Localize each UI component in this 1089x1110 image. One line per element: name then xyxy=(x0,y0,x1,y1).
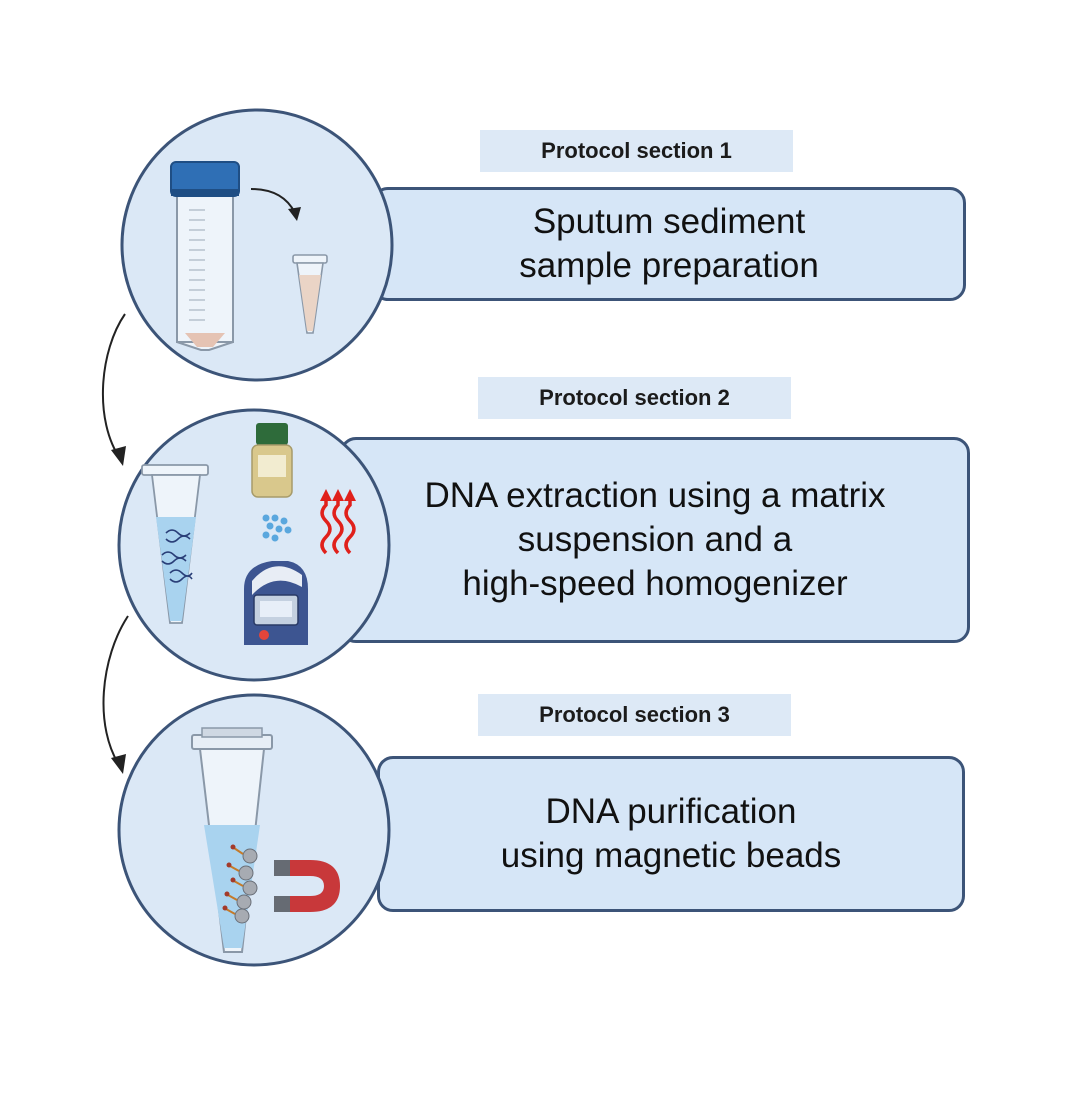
dna-extraction-illustration xyxy=(117,408,391,682)
matrix-beads-icon xyxy=(262,514,292,542)
step-2-line-1: DNA extraction using a matrix xyxy=(424,476,886,515)
conical-tube-icon xyxy=(170,161,240,351)
section-tag-3-label: Protocol section 3 xyxy=(539,702,730,727)
section-tag-3: Protocol section 3 xyxy=(478,694,791,736)
step-box-3: DNA purification using magnetic beads xyxy=(377,756,965,912)
heat-icon xyxy=(320,497,356,555)
dna-strand-icon xyxy=(161,529,193,583)
section-tag-1-label: Protocol section 1 xyxy=(541,138,732,163)
homogenizer-icon xyxy=(244,561,308,645)
step-1-line-2: sample preparation xyxy=(519,246,819,285)
dna-microtube-icon xyxy=(141,464,209,624)
connector-arrow-2-3 xyxy=(102,615,129,774)
section-tag-2: Protocol section 2 xyxy=(478,377,791,419)
section-tag-2-label: Protocol section 2 xyxy=(539,385,730,410)
magnetic-beads-icon xyxy=(222,844,258,924)
magnet-icon xyxy=(274,860,340,912)
step-2-line-3: high-speed homogenizer xyxy=(462,564,848,603)
illustration-circle-1 xyxy=(120,108,394,382)
step-box-2: DNA extraction using a matrix suspension… xyxy=(340,437,970,643)
step-box-1: Sputum sediment sample preparation xyxy=(372,187,966,301)
connector-arrow-1-2 xyxy=(101,313,126,466)
step-1-line-1: Sputum sediment xyxy=(532,202,806,241)
step-2-line-2: suspension and a xyxy=(517,520,793,559)
dna-purification-illustration xyxy=(117,693,391,967)
microtube-icon xyxy=(292,254,328,334)
step-3-line-2: using magnetic beads xyxy=(500,836,842,875)
transfer-arrow-icon xyxy=(250,188,301,221)
reagent-bottle-icon xyxy=(251,423,293,498)
step-3-line-1: DNA purification xyxy=(545,792,797,831)
section-tag-1: Protocol section 1 xyxy=(480,130,793,172)
sample-prep-illustration xyxy=(120,108,394,382)
